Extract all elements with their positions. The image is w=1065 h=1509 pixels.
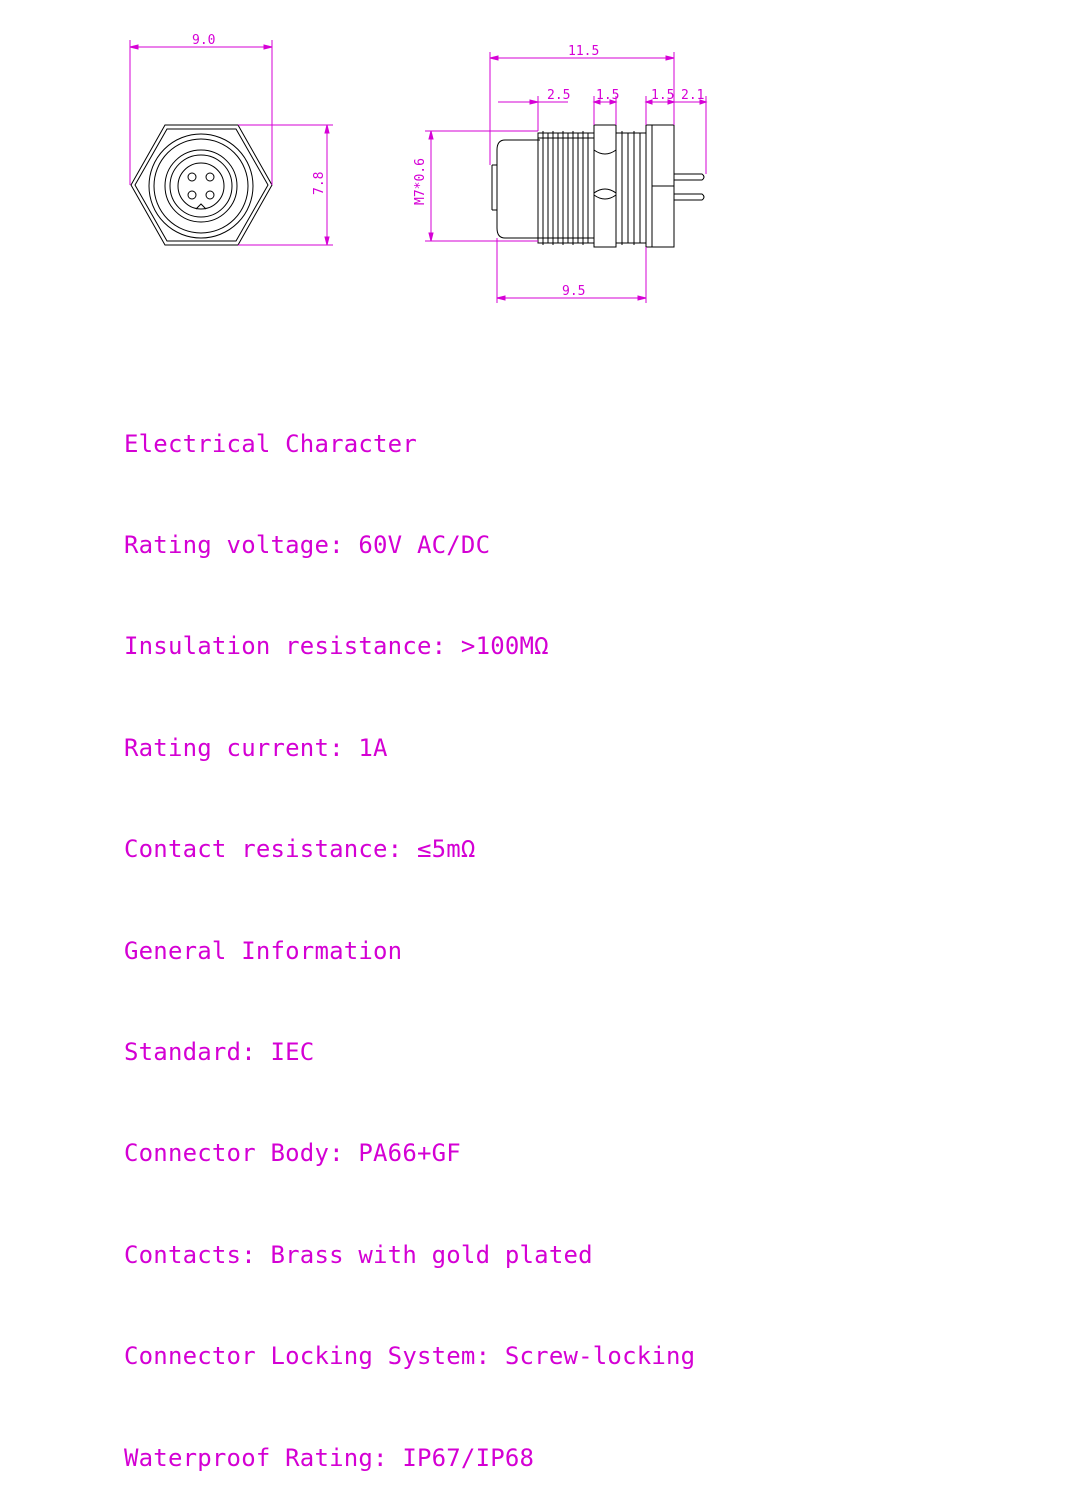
spec-heading-electrical: Electrical Character <box>124 429 417 458</box>
dim-flange-width: 1.5 <box>651 88 674 103</box>
dim-thread: M7*0.6 <box>413 158 428 205</box>
dim-front-height: 7.8 <box>312 172 327 195</box>
spec-locking-system: Connector Locking System: Screw-locking <box>124 1342 696 1371</box>
rear-pins <box>674 173 705 201</box>
spec-standard: Standard: IEC <box>124 1037 315 1066</box>
side-dimensions <box>425 52 708 303</box>
dim-body-length: 9.5 <box>562 284 585 299</box>
side-view <box>491 124 705 248</box>
dim-front-section: 2.5 <box>547 88 570 103</box>
specifications: Electrical Character Rating voltage: 60V… <box>124 360 695 1509</box>
dim-total-length: 11.5 <box>568 44 599 59</box>
spec-connector-body: Connector Body: PA66+GF <box>124 1139 461 1168</box>
spec-rating-voltage: Rating voltage: 60V AC/DC <box>124 530 491 559</box>
front-cap <box>496 139 540 239</box>
spec-contact-resistance: Contact resistance: ≤5mΩ <box>124 835 476 864</box>
pin-3 <box>187 190 197 200</box>
technical-drawing: 9.0 7.8 <box>129 33 708 303</box>
thread-ridges <box>542 131 589 245</box>
spec-rating-current: Rating current: 1A <box>124 733 388 762</box>
pin-1 <box>187 172 197 182</box>
dim-nut-width: 1.5 <box>596 88 619 103</box>
pin-4 <box>205 190 215 200</box>
spec-waterproof-rating: Waterproof Rating: IP67/IP68 <box>124 1443 535 1472</box>
nut <box>593 124 617 248</box>
spec-heading-general: General Information <box>124 936 403 965</box>
spec-insulation-resistance: Insulation resistance: >100MΩ <box>124 632 549 661</box>
hex-outline <box>130 124 273 246</box>
dim-front-width: 9.0 <box>192 33 215 48</box>
front-view <box>130 124 273 246</box>
dim-pin-length: 2.1 <box>681 88 704 103</box>
spec-contacts: Contacts: Brass with gold plated <box>124 1240 593 1269</box>
front-dimensions <box>129 40 333 246</box>
pin-2 <box>205 172 215 182</box>
thread-body <box>537 132 595 244</box>
